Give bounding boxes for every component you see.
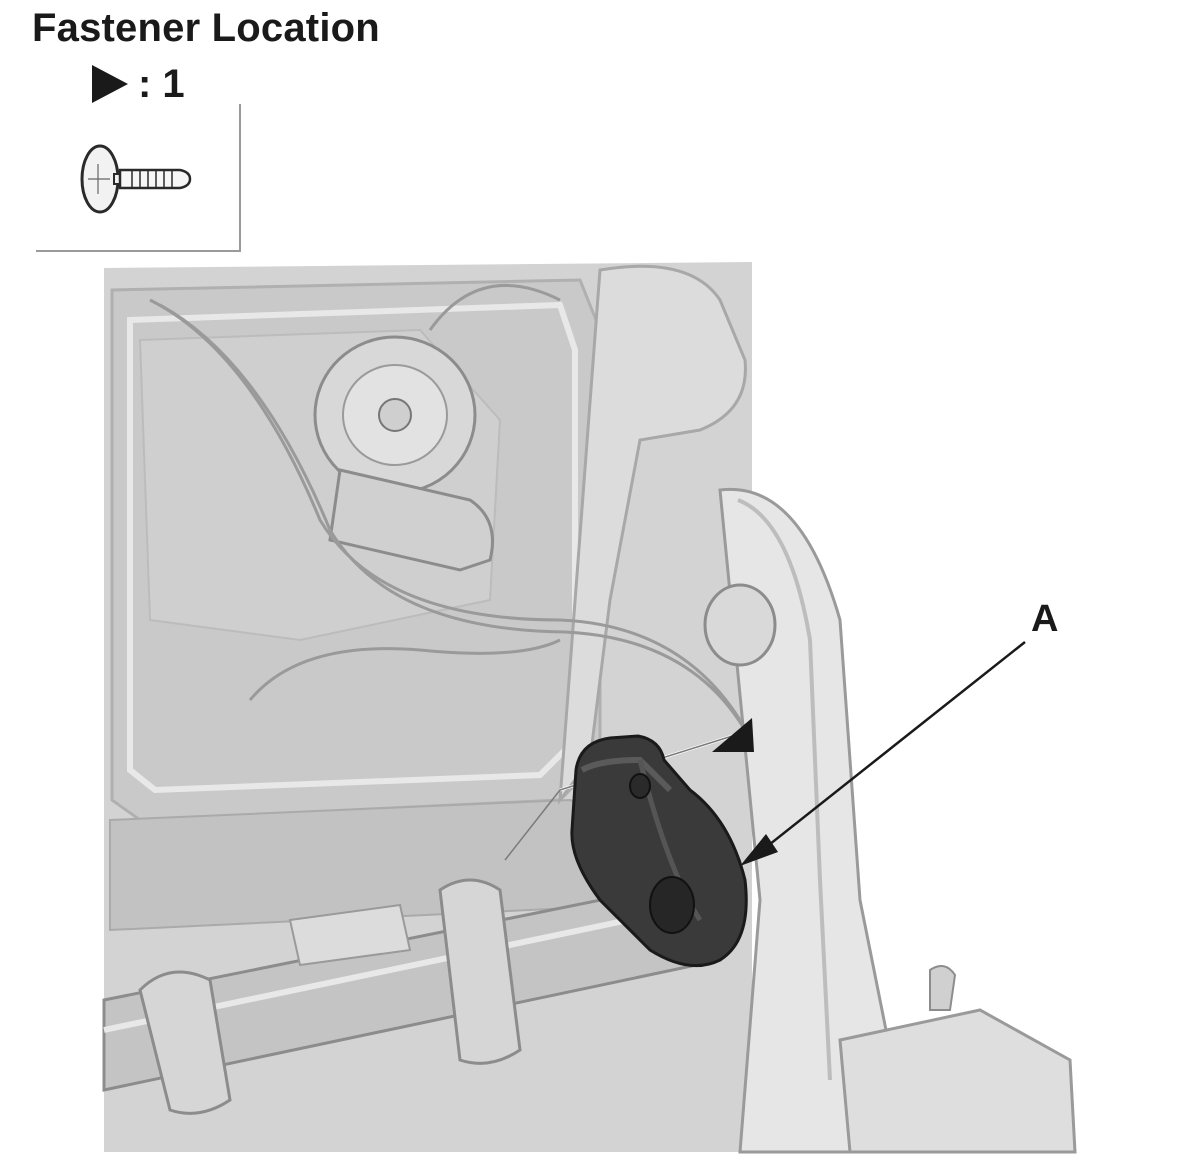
triangle-marker-icon — [92, 65, 128, 103]
callout-arrow-a — [740, 641, 1026, 866]
recliner-motor — [313, 335, 777, 667]
callout-label-a: A — [1031, 598, 1059, 640]
fastener-count: : 1 — [138, 62, 185, 106]
fastener-location-marker — [712, 718, 754, 752]
lower-bracket — [838, 965, 1077, 1154]
fastener-legend: : 1 — [92, 62, 185, 106]
fastener-type-box — [36, 104, 241, 252]
part-a-cover — [570, 734, 748, 968]
page-title: Fastener Location — [32, 6, 380, 50]
wire-harness — [149, 284, 747, 731]
screw-icon — [80, 144, 192, 214]
lower-crossbar — [102, 878, 722, 1115]
